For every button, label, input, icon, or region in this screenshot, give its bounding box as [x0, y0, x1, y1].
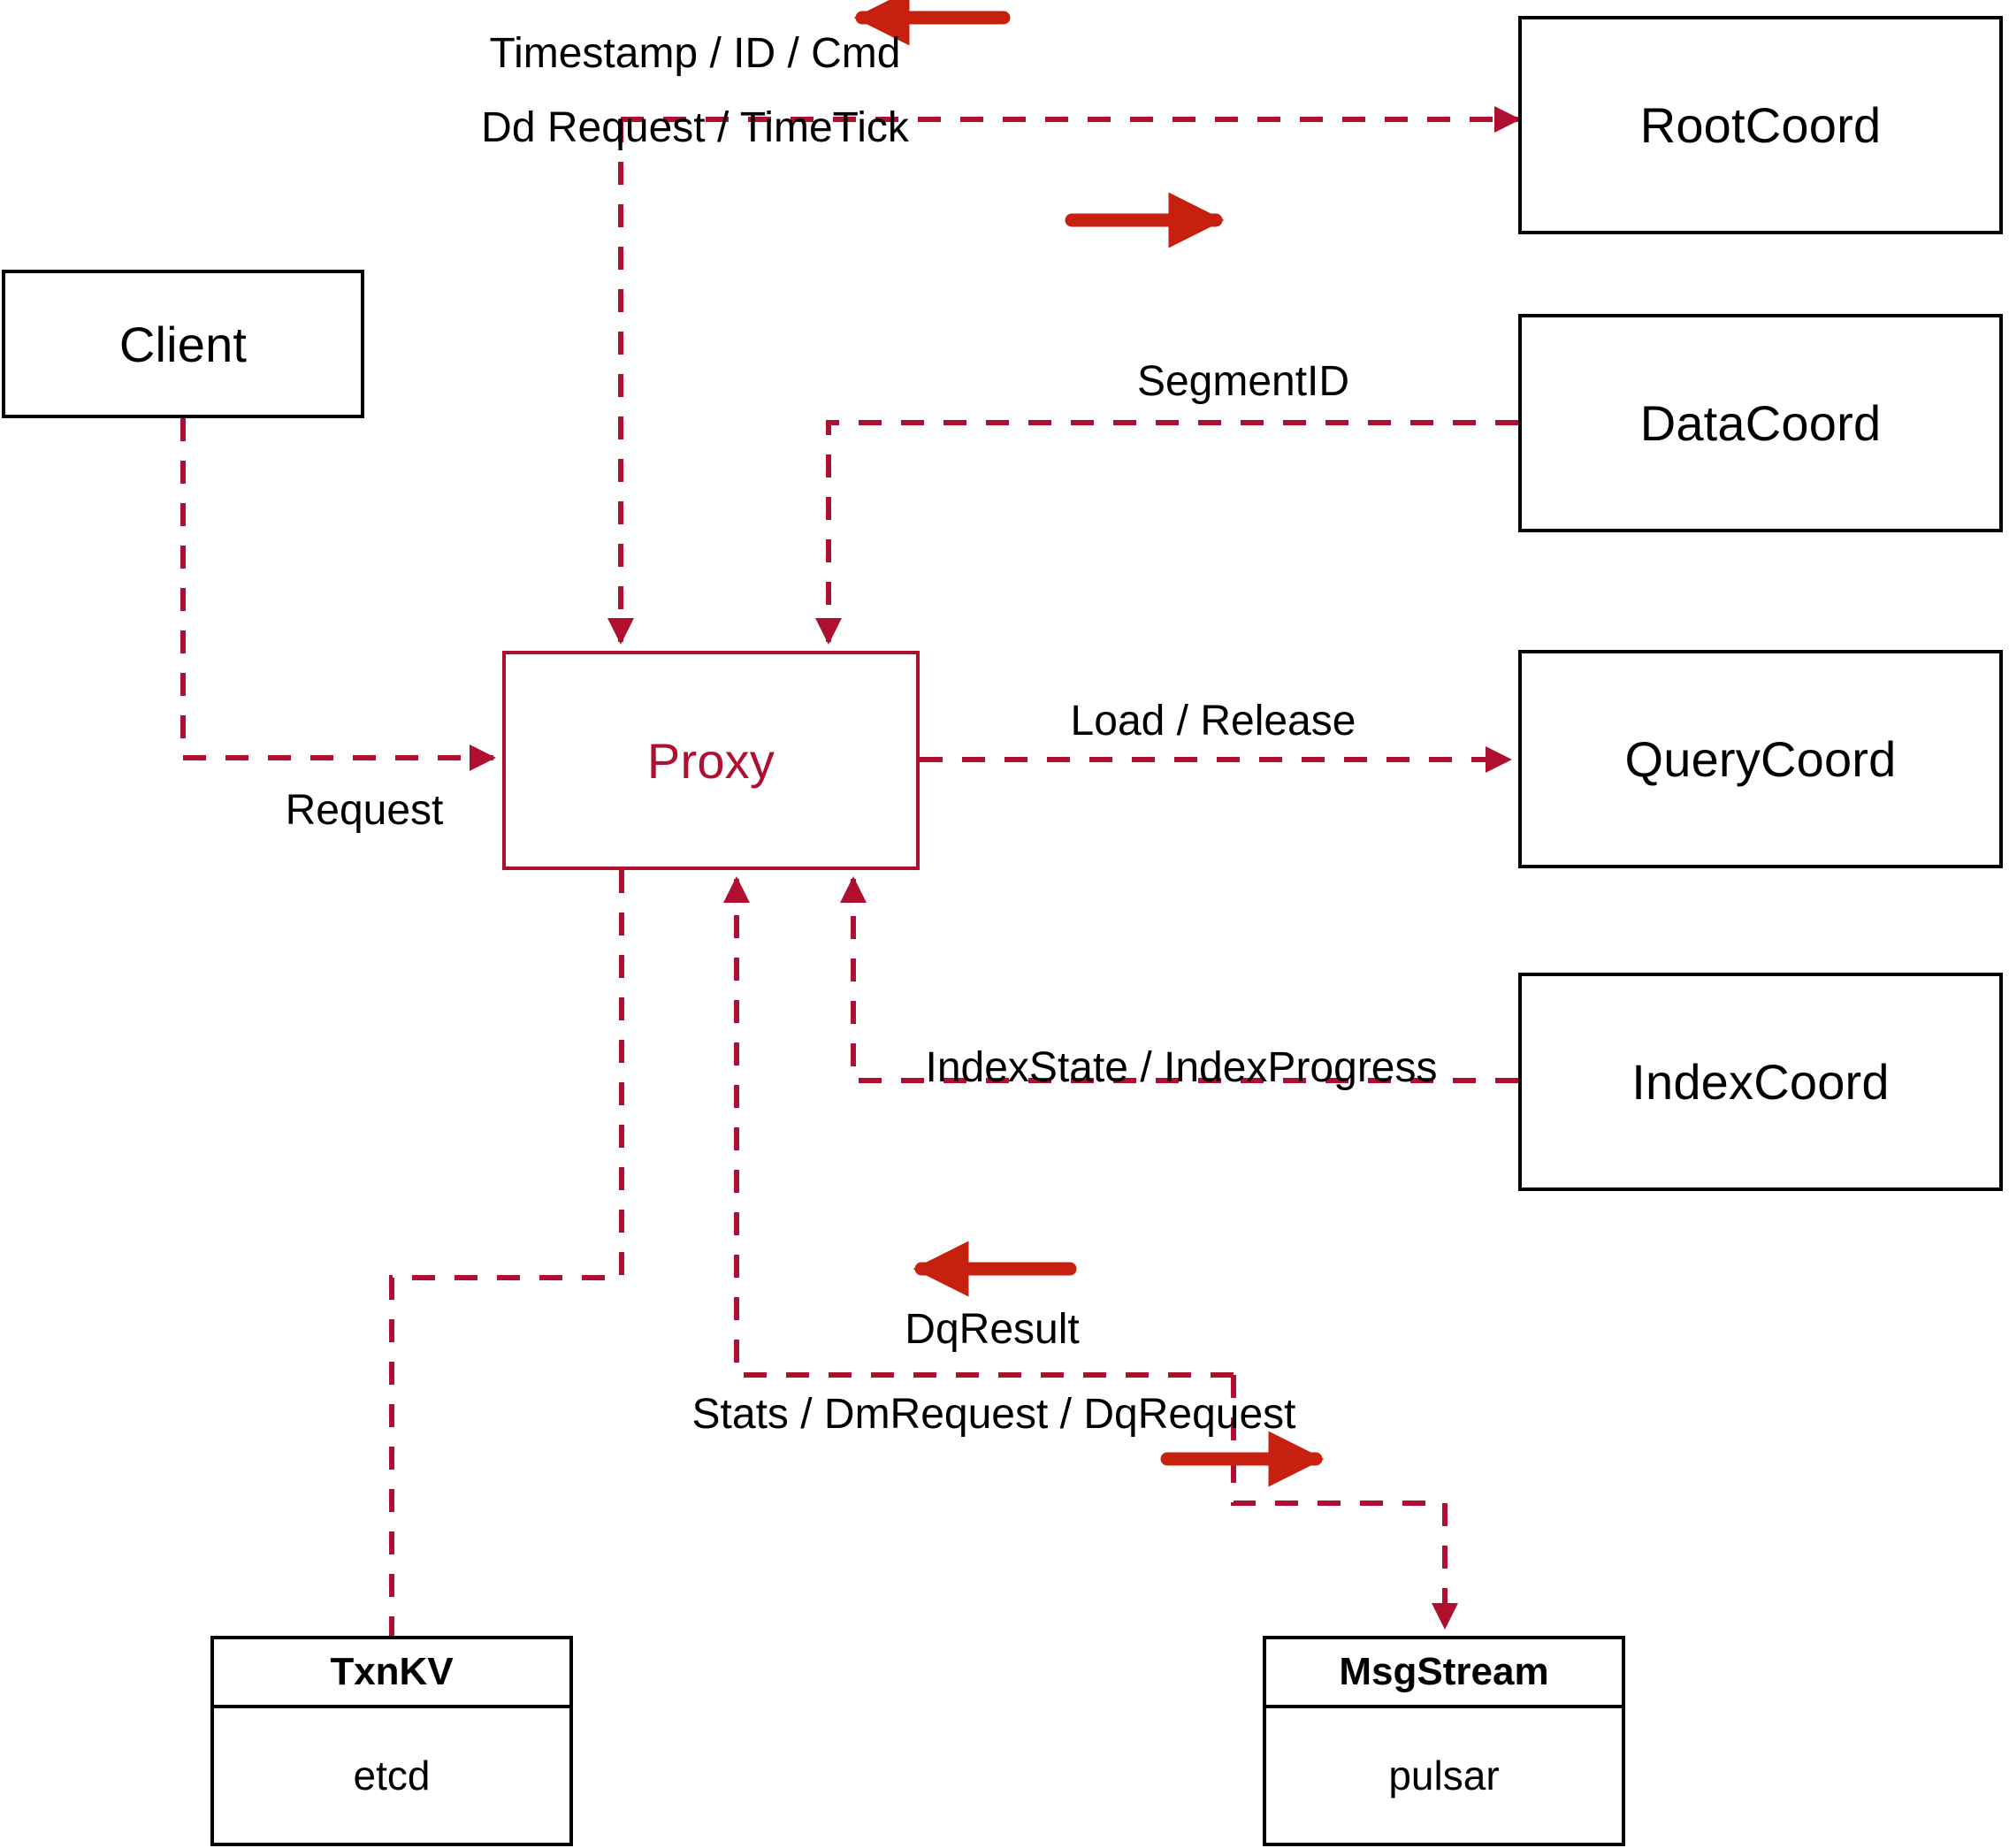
- edge-msgstream-to-proxy: [723, 876, 1234, 1378]
- store-msgstream-body: pulsar: [1266, 1708, 1622, 1843]
- store-txnkv-body: etcd: [214, 1708, 569, 1843]
- store-msgstream[interactable]: MsgStream pulsar: [1263, 1636, 1625, 1846]
- node-rootcoord[interactable]: RootCoord: [1518, 16, 2003, 234]
- store-txnkv-title: TxnKV: [330, 1650, 454, 1693]
- node-client-label: Client: [118, 316, 248, 372]
- edge-label-stats-dmrequest-dqrequest: Stats / DmRequest / DqRequest: [691, 1391, 1296, 1438]
- node-indexcoord[interactable]: IndexCoord: [1518, 973, 2003, 1191]
- edge-datacoord-to-proxy: [815, 420, 1518, 645]
- store-txnkv-impl: etcd: [353, 1753, 431, 1798]
- store-msgstream-impl: pulsar: [1388, 1753, 1500, 1798]
- node-indexcoord-label: IndexCoord: [1631, 1054, 1890, 1110]
- store-txnkv[interactable]: TxnKV etcd: [210, 1636, 573, 1846]
- node-querycoord-label: QueryCoord: [1624, 731, 1897, 787]
- edge-proxy-to-msgstream: [1231, 1375, 1458, 1630]
- store-msgstream-header: MsgStream: [1266, 1639, 1622, 1708]
- node-querycoord[interactable]: QueryCoord: [1518, 650, 2003, 868]
- edge-label-indexstate-indexprogress: IndexState / IndexProgress: [925, 1044, 1438, 1091]
- edge-label-dqresult: DqResult: [905, 1306, 1080, 1353]
- edge-label-segmentid: SegmentID: [1136, 358, 1350, 405]
- node-datacoord-label: DataCoord: [1639, 395, 1882, 451]
- edge-proxy-to-txnkv: [389, 870, 624, 1636]
- node-proxy-label: Proxy: [646, 732, 775, 789]
- node-rootcoord-label: RootCoord: [1639, 97, 1882, 153]
- edge-label-request: Request: [285, 787, 444, 834]
- edge-indexcoord-to-proxy: [840, 876, 1518, 1083]
- node-datacoord[interactable]: DataCoord: [1518, 314, 2003, 532]
- edge-label-timestamp-id-cmd: Timestamp / ID / Cmd: [489, 30, 901, 77]
- store-txnkv-header: TxnKV: [214, 1639, 569, 1708]
- node-client[interactable]: Client: [2, 270, 364, 418]
- edge-label-dd-request-timetick: Dd Request / TimeTick: [481, 104, 909, 151]
- store-msgstream-title: MsgStream: [1339, 1650, 1549, 1693]
- edge-label-load-release: Load / Release: [1070, 698, 1356, 745]
- node-proxy[interactable]: Proxy: [502, 651, 920, 870]
- edge-client-to-proxy: [180, 418, 496, 771]
